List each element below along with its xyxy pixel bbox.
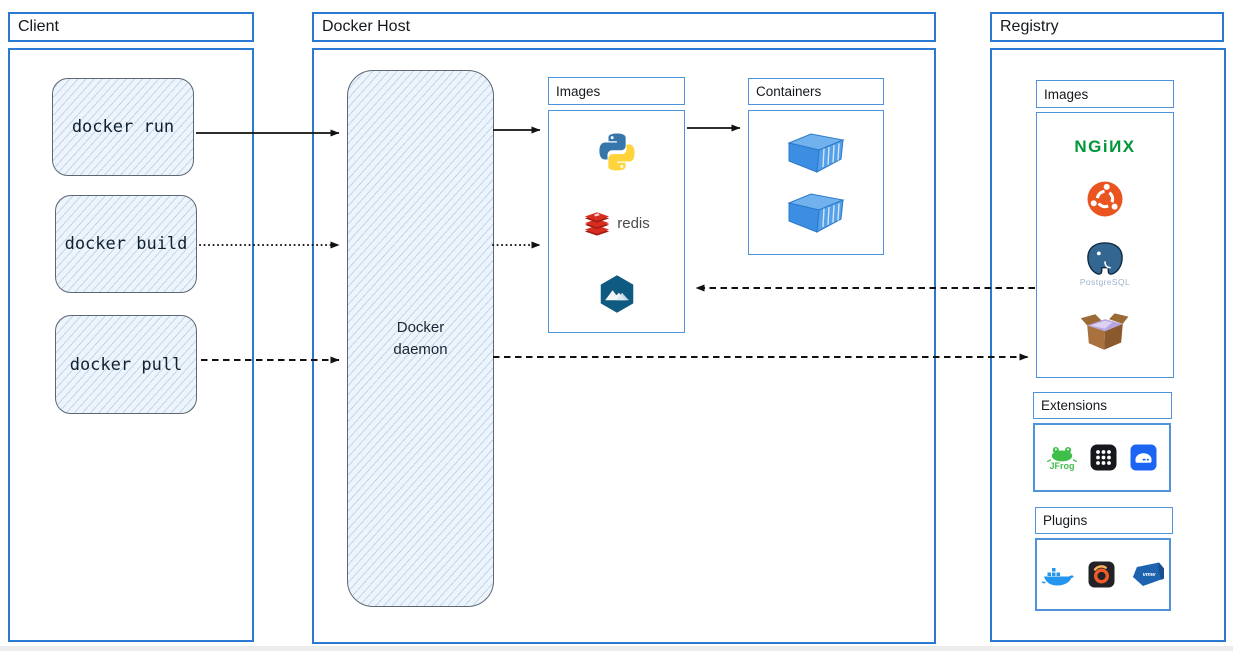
jfrog-icon bbox=[1047, 446, 1077, 462]
jfrog-label: JFrog bbox=[1049, 460, 1075, 471]
containers-frame bbox=[748, 110, 884, 255]
redis-item: redis bbox=[583, 211, 650, 237]
redis-label: redis bbox=[617, 215, 650, 232]
grafana-icon bbox=[1088, 561, 1114, 588]
containers-title-box: Containers bbox=[748, 78, 884, 105]
docker-pull-label: docker pull bbox=[69, 354, 183, 375]
postgresql-icon bbox=[1087, 242, 1123, 275]
vmware-label: vmw bbox=[1142, 572, 1155, 578]
python-icon bbox=[598, 133, 635, 170]
client-title-box: Client bbox=[8, 12, 254, 42]
extensions-title-box: Extensions bbox=[1033, 392, 1172, 419]
containers-title: Containers bbox=[756, 84, 822, 99]
docker-build-node: docker build bbox=[55, 195, 197, 293]
extensions-title: Extensions bbox=[1041, 398, 1108, 413]
jfrog-item: JFrog bbox=[1047, 445, 1077, 471]
docker-run-node: docker run bbox=[52, 78, 194, 176]
busybox-icon bbox=[1080, 313, 1129, 350]
client-title: Client bbox=[18, 18, 59, 35]
docker-build-label: docker build bbox=[64, 234, 188, 254]
alpine-icon bbox=[600, 274, 633, 313]
docker-whale-icon bbox=[1041, 567, 1074, 585]
host-images-title-box: Images bbox=[548, 77, 685, 105]
extensions-frame: JFrog bbox=[1033, 423, 1171, 492]
docker-daemon-node: Docker daemon bbox=[347, 70, 494, 607]
redis-icon bbox=[585, 211, 610, 236]
host-images-frame: redis bbox=[548, 110, 685, 333]
disk-drive-icon bbox=[1130, 444, 1157, 471]
docker-host-title-box: Docker Host bbox=[312, 12, 936, 42]
docker-host-title: Docker Host bbox=[322, 18, 411, 35]
vmware-icon: vmw bbox=[1132, 562, 1164, 586]
plugins-title-box: Plugins bbox=[1035, 507, 1173, 534]
host-images-title: Images bbox=[556, 83, 601, 99]
extensions-grid-icon bbox=[1090, 444, 1117, 471]
container-icon bbox=[787, 192, 845, 233]
registry-images-frame: NGiИX PostgreSQL bbox=[1036, 112, 1174, 378]
container-icon bbox=[787, 132, 845, 173]
registry-images-title: Images bbox=[1044, 86, 1089, 102]
plugins-title: Plugins bbox=[1043, 513, 1088, 528]
postgresql-label: PostgreSQL bbox=[1079, 277, 1131, 287]
postgresql-item: PostgreSQL bbox=[1080, 241, 1130, 287]
docker-daemon-label: Docker daemon bbox=[393, 318, 448, 358]
docker-pull-node: docker pull bbox=[55, 315, 197, 414]
registry-images-title-box: Images bbox=[1036, 80, 1174, 108]
nginx-icon: NGiИX bbox=[1074, 137, 1136, 156]
registry-title-box: Registry bbox=[990, 12, 1224, 42]
plugins-frame: vmw bbox=[1035, 538, 1171, 611]
registry-title: Registry bbox=[1000, 18, 1059, 35]
docker-run-label: docker run bbox=[71, 117, 175, 137]
ubuntu-icon bbox=[1087, 181, 1123, 217]
page-bottom-edge bbox=[0, 646, 1233, 651]
